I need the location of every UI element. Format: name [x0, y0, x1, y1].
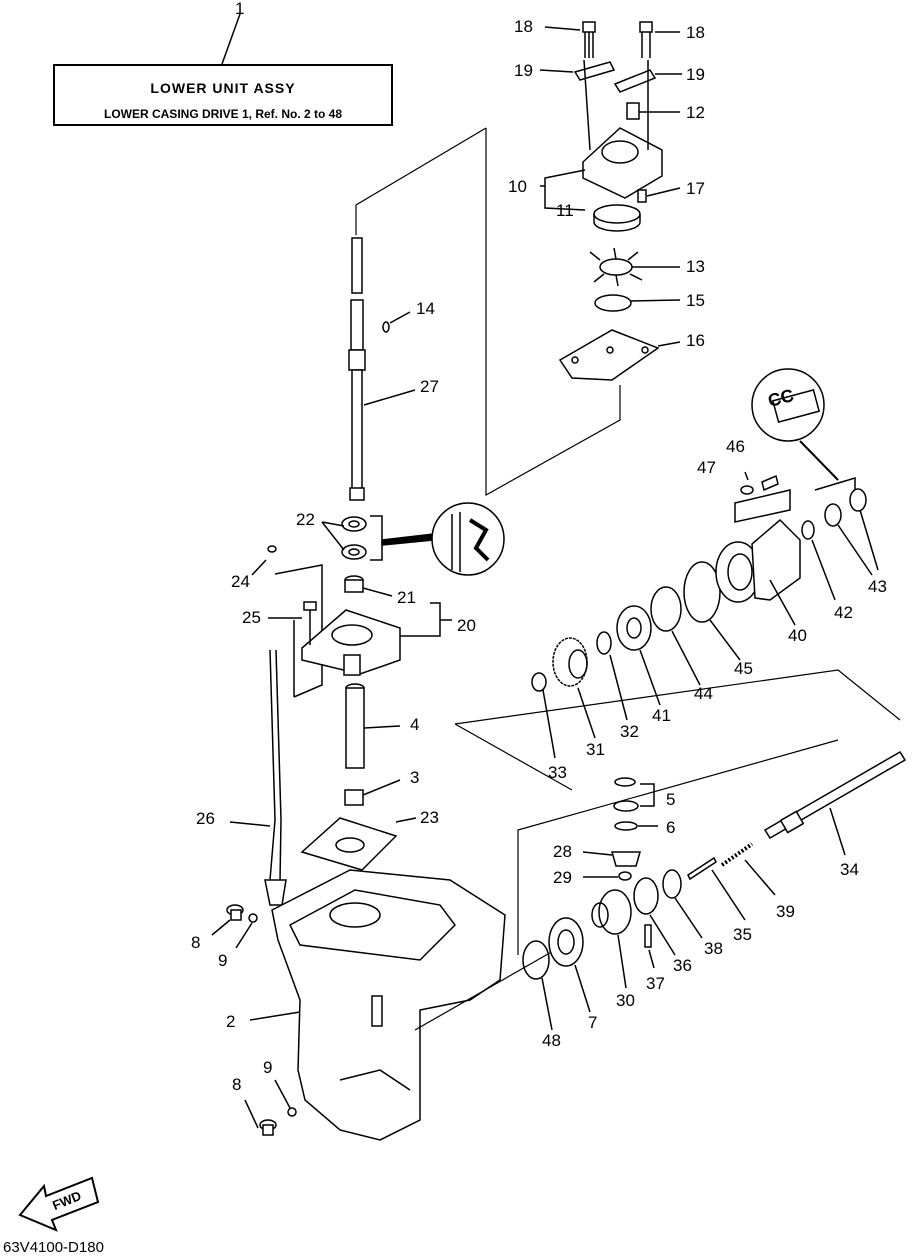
propeller-shaft-housing [715, 518, 801, 603]
part-label-5: 5 [666, 790, 676, 809]
part-label-14: 14 [416, 299, 435, 318]
part-label-27: 27 [420, 377, 439, 396]
part-label-44: 44 [694, 684, 713, 703]
impeller [589, 247, 643, 287]
diagram-code: 63V4100-D180 [3, 1239, 104, 1256]
part-label-37: 37 [646, 974, 665, 993]
page-subtitle: LOWER CASING DRIVE 1, Ref. No. 2 to 48 [103, 107, 343, 121]
part-label-25: 25 [242, 608, 261, 627]
part-label-9-upper: 9 [218, 951, 228, 970]
forward-gear [552, 637, 588, 687]
bearing-22-bottom [341, 544, 367, 560]
part-label-18-left: 18 [514, 17, 533, 36]
part-label-7: 7 [588, 1013, 598, 1032]
part-label-8-lower: 8 [232, 1075, 242, 1094]
part-label-19-right: 19 [686, 65, 705, 84]
part-label-2: 2 [226, 1012, 236, 1031]
water-pipe [345, 683, 365, 769]
title-box: LOWER UNIT ASSY LOWER CASING DRIVE 1, Re… [53, 64, 393, 126]
part-label-17: 17 [686, 179, 705, 198]
ref-number-1: 1 [235, 0, 245, 18]
drive-shaft [348, 237, 366, 501]
part-label-18-right: 18 [686, 23, 705, 42]
part-label-9-lower: 9 [263, 1058, 273, 1077]
part-label-13: 13 [686, 257, 705, 276]
grease-callout [431, 502, 505, 576]
part-label-36: 36 [673, 956, 692, 975]
part-label-30: 30 [616, 991, 635, 1010]
part-label-26: 26 [196, 809, 215, 828]
part-label-33: 33 [548, 763, 567, 782]
part-label-39: 39 [776, 902, 795, 921]
fwd-arrow-icon [18, 1176, 100, 1232]
part-label-32: 32 [620, 722, 639, 741]
part-label-4: 4 [410, 715, 420, 734]
part-label-20: 20 [457, 616, 476, 635]
shift-rod [264, 649, 287, 906]
part-label-11: 11 [556, 201, 574, 220]
part-label-23: 23 [420, 808, 439, 827]
page-title: LOWER UNIT ASSY [150, 80, 296, 96]
part-label-38: 38 [704, 939, 723, 958]
part-label-21: 21 [397, 588, 416, 607]
part-label-24: 24 [231, 572, 250, 591]
part-label-40: 40 [788, 626, 807, 645]
part-label-42: 42 [834, 603, 853, 622]
part-label-46: 46 [726, 437, 745, 456]
drive-shaft-housing [301, 609, 401, 676]
part-label-47: 47 [697, 458, 716, 477]
part-label-3: 3 [410, 768, 420, 787]
part-label-19-left: 19 [514, 61, 533, 80]
bolt-18-left [582, 21, 596, 58]
lower-casing [271, 869, 506, 1141]
bearing-22-top [341, 516, 367, 532]
part-label-41: 41 [652, 706, 671, 725]
part-label-22: 22 [296, 510, 315, 529]
part-label-45: 45 [734, 659, 753, 678]
part-label-6: 6 [666, 818, 676, 837]
part-label-29: 29 [553, 868, 572, 887]
part-label-31: 31 [586, 740, 605, 759]
bolt-18-right [639, 21, 653, 58]
part-label-43: 43 [868, 577, 887, 596]
part-label-28: 28 [553, 842, 572, 861]
part-label-8-upper: 8 [191, 933, 201, 952]
part-label-34: 34 [840, 860, 859, 879]
part-label-35: 35 [733, 925, 752, 944]
part-label-10: 10 [508, 177, 527, 196]
part-label-48: 48 [542, 1031, 561, 1050]
propeller-shaft [763, 750, 907, 840]
part-label-16: 16 [686, 331, 705, 350]
part-label-15: 15 [686, 291, 705, 310]
part-label-12: 12 [686, 103, 705, 122]
cc-callout [751, 368, 825, 442]
